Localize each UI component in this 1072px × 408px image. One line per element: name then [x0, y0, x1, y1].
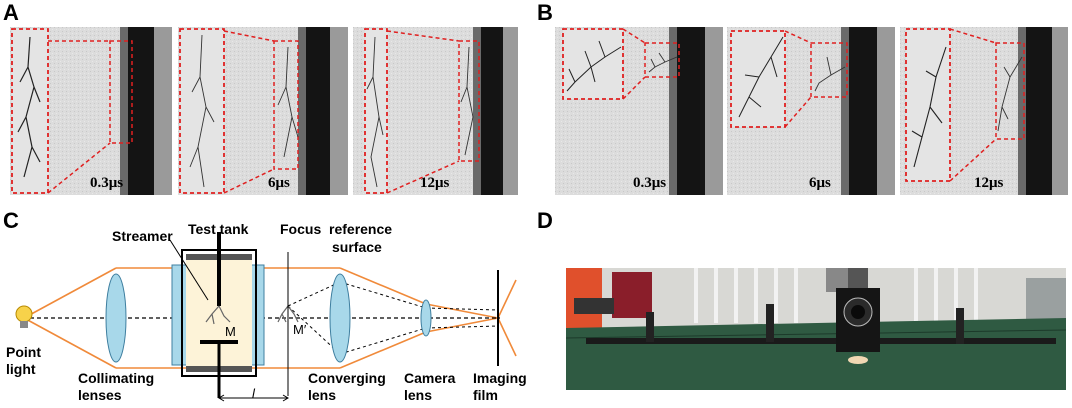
panel-a-time-1: 0.3μs	[90, 175, 124, 191]
label-collimating-2: lenses	[78, 387, 122, 403]
panel-b-frame-2: 6μs	[727, 27, 895, 195]
panel-a-time-3: 12μs	[420, 175, 450, 191]
panel-b-frame-1: 0.3μs	[555, 27, 723, 195]
optical-setup-diagram	[15, 232, 517, 402]
imaging-rays	[287, 281, 499, 355]
panel-a-frame-2-image	[178, 27, 348, 195]
panel-a-frame-3: 12μs	[353, 27, 518, 195]
label-m-prime: M′	[293, 322, 307, 337]
panel-letter-b: B	[537, 0, 553, 25]
label-converging-1: Converging	[308, 370, 386, 386]
label-collimating-1: Collimating	[78, 370, 155, 386]
virtual-image-streamer	[277, 305, 299, 323]
label-point-light-1: Point	[6, 344, 41, 360]
label-l: l	[252, 386, 255, 401]
label-imaging-1: Imaging	[473, 370, 527, 386]
label-m: M	[225, 324, 236, 339]
label-camera-2: lens	[404, 387, 433, 403]
light-bulb-icon	[15, 305, 33, 328]
collimating-lens-shape	[105, 273, 127, 363]
label-focus-reference-2: surface	[332, 239, 382, 255]
label-test-tank: Test tank	[188, 221, 249, 237]
test-tank-shape	[171, 232, 265, 398]
label-imaging-2: film	[473, 387, 498, 403]
panel-b-time-3: 12μs	[974, 175, 1004, 191]
label-point-light-2: light	[6, 361, 36, 377]
panel-b-frame-3-image	[900, 27, 1068, 195]
label-camera-1: Camera	[404, 370, 456, 386]
panel-b-frame-1-image	[555, 27, 723, 195]
panel-letter-d: D	[537, 208, 553, 233]
panel-a-time-2: 6μs	[268, 175, 290, 191]
panel-b-frame-3: 12μs	[900, 27, 1068, 195]
panel-b-time-1: 0.3μs	[633, 175, 667, 191]
panel-a-frame-1-image	[10, 27, 172, 195]
label-focus-reference-1: Focus reference	[280, 221, 393, 237]
panel-a-frame-3-image	[353, 27, 518, 195]
panel-a-frame-2: 6μs	[178, 27, 348, 195]
panel-letter-a: A	[3, 0, 19, 25]
panel-letter-c: C	[3, 208, 19, 233]
label-converging-2: lens	[308, 387, 337, 403]
panel-b-frame-2-image	[727, 27, 895, 195]
experimental-setup-photo	[566, 268, 1066, 390]
panel-a-frame-1: 0.3μs	[10, 27, 172, 195]
experimental-setup-photo-image	[566, 268, 1066, 390]
label-streamer: Streamer	[112, 228, 173, 244]
converging-lens-shape	[329, 273, 351, 363]
panel-b-time-2: 6μs	[809, 175, 831, 191]
distance-l-marker	[218, 394, 289, 402]
camera-lens-shape	[420, 299, 432, 337]
